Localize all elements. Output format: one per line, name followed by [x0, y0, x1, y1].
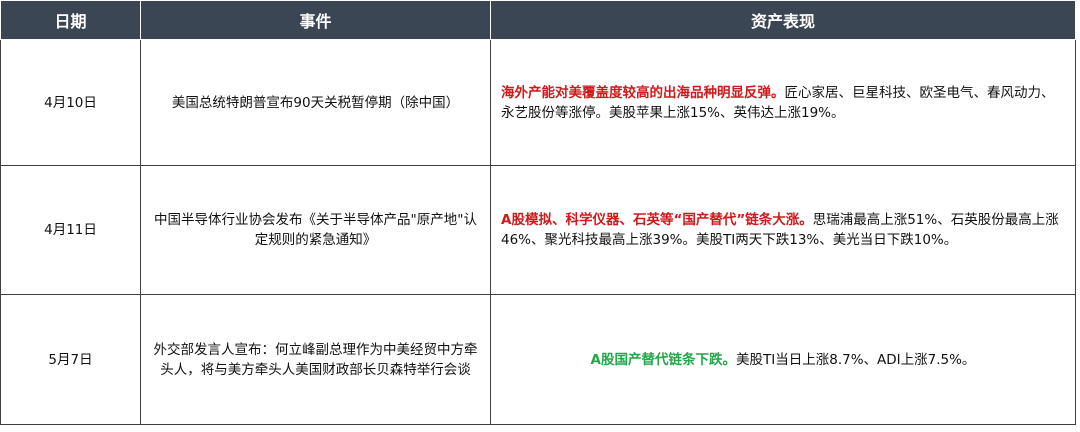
asset-highlight: 海外产能对美覆盖度较高的出海品种明显反弹。	[501, 84, 785, 101]
header-asset: 资产表现	[490, 0, 1076, 40]
asset-detail: 思瑞浦最高上涨51%、石英股份最高上涨46%、聚光科技最高上涨39%。美股TI两…	[501, 212, 1059, 248]
header-event: 事件	[140, 0, 491, 40]
header-row: 日期 事件 资产表现	[0, 0, 1076, 40]
asset-detail: 美股TI当日上涨8.7%、ADI上涨7.5%。	[736, 351, 976, 368]
asset-cell: 海外产能对美覆盖度较高的出海品种明显反弹。匠心家居、巨星科技、欧圣电气、春风动力…	[490, 39, 1076, 166]
date-cell: 4月10日	[0, 39, 141, 166]
table-row: 5月7日 外交部发言人宣布：何立峰副总理作为中美经贸中方牵头人，将与美方牵头人美…	[0, 294, 1076, 425]
event-cell: 外交部发言人宣布：何立峰副总理作为中美经贸中方牵头人，将与美方牵头人美国财政部长…	[140, 294, 491, 425]
header-date: 日期	[0, 0, 141, 40]
date-cell: 4月11日	[0, 165, 141, 295]
asset-detail: 匠心家居、巨星科技、欧圣电气、春风动力、永艺股份等涨停。美股苹果上涨15%、英伟…	[501, 84, 1055, 121]
table-row: 4月10日 美国总统特朗普宣布90天关税暂停期（除中国） 海外产能对美覆盖度较高…	[0, 39, 1076, 166]
asset-cell: A股模拟、科学仪器、石英等“国产替代”链条大涨。思瑞浦最高上涨51%、石英股份最…	[490, 165, 1076, 295]
date-cell: 5月7日	[0, 294, 141, 425]
asset-highlight: A股模拟、科学仪器、石英等“国产替代”链条大涨。	[501, 212, 813, 228]
asset-cell: A股国产替代链条下跌。美股TI当日上涨8.7%、ADI上涨7.5%。	[490, 294, 1076, 425]
asset-highlight: A股国产替代链条下跌。	[590, 351, 736, 368]
event-cell: 美国总统特朗普宣布90天关税暂停期（除中国）	[140, 39, 491, 166]
table-row: 4月11日 中国半导体行业协会发布《关于半导体产品"原产地"认定规则的紧急通知》…	[0, 165, 1076, 295]
event-cell: 中国半导体行业协会发布《关于半导体产品"原产地"认定规则的紧急通知》	[140, 165, 491, 295]
